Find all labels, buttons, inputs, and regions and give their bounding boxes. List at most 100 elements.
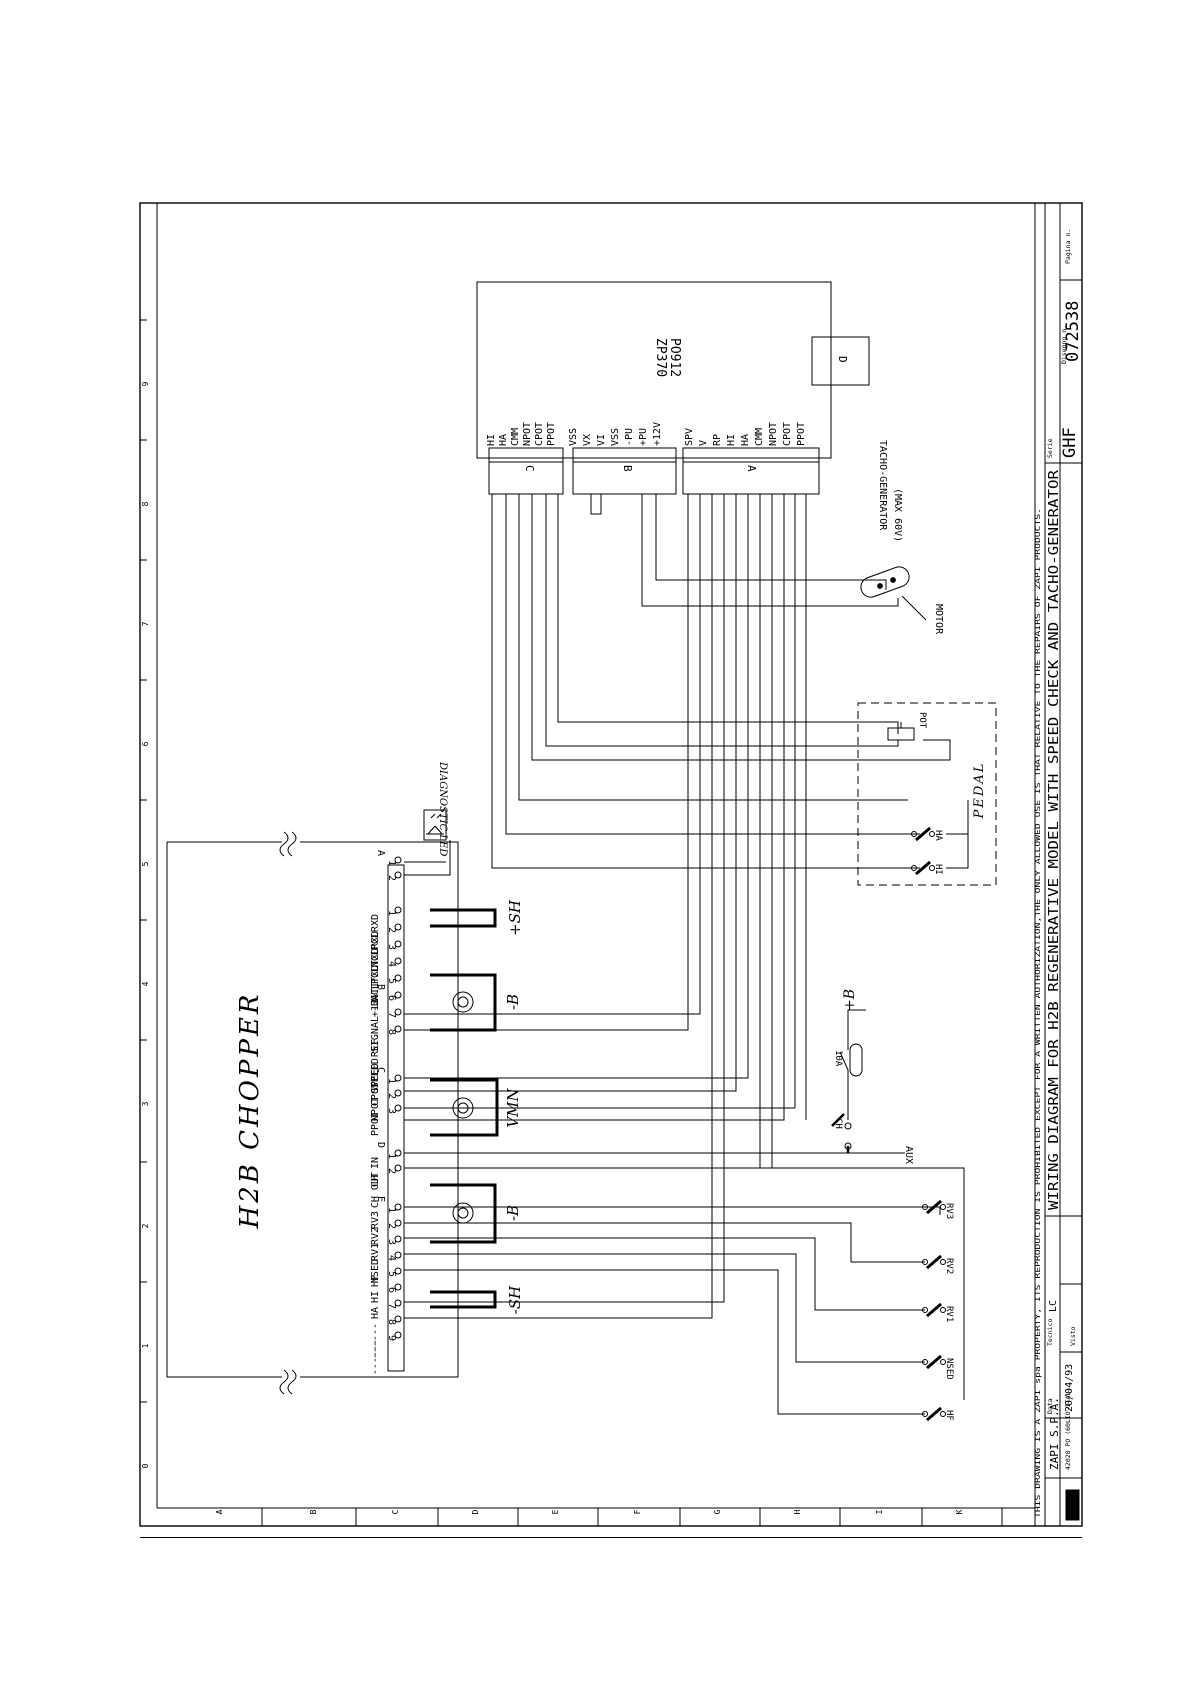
pin-number: 1 [386, 910, 397, 916]
pin-label: SPEED REF. [370, 1033, 381, 1093]
grid-row-label: C [391, 1509, 400, 1514]
switch-hf [922, 1406, 946, 1422]
label-plus-b: +B [842, 989, 858, 1011]
connector-a-label: A [745, 465, 758, 472]
pin-number: 2 [386, 1223, 397, 1229]
controller-pin-label: HI [726, 434, 737, 446]
controller-pin-label: PPOT [796, 422, 807, 446]
grid-col-label: 8 [141, 501, 150, 506]
grid-row-label: F [633, 1509, 642, 1514]
conn-e-pin: 7HA [370, 1299, 402, 1319]
pedal-switch-hi [911, 860, 935, 876]
pin-number: 1 [386, 860, 397, 866]
label-tacho: TACHO-GENERATOR [877, 440, 888, 531]
terminal-plus-sh [430, 908, 497, 928]
controller-pin-label: NPOT [768, 422, 779, 446]
zp370-controller [476, 281, 870, 515]
pedal-switch-hi-label: HI [933, 864, 943, 875]
label-pedal: PEDAL [972, 762, 987, 820]
switch-rv2-label: RV2 [944, 1258, 954, 1274]
pin-number: 6 [386, 995, 397, 1001]
chopper-title: H2B CHOPPER [235, 991, 265, 1229]
pin-number: 5 [386, 1271, 397, 1277]
grid-row-label: B [309, 1509, 318, 1514]
label-minus-b: -B [504, 994, 522, 1010]
pedal-switch-ha [911, 826, 935, 842]
terminal-minus-b-2 [430, 1183, 497, 1244]
grid-row-label: A [215, 1509, 224, 1514]
controller-pin-label: -PU [624, 428, 635, 446]
pin-label: CH OUT [370, 1172, 381, 1208]
label-minus-b-2: -B [504, 1205, 522, 1221]
switch-nsed-label: NSED [944, 1358, 954, 1380]
pin-label: PCLRXD [370, 914, 381, 950]
conn-d-pin: 2CH OUT [370, 1164, 402, 1208]
pin-number: 8 [386, 1319, 397, 1325]
conn-e-pin: 9------ [370, 1331, 402, 1375]
drawing-title: WIRING DIAGRAM FOR H2B REGENERATIVE MODE… [1047, 470, 1062, 1210]
pin-label: NPOT [370, 1097, 381, 1121]
controller-pin-label: +12V [652, 422, 663, 446]
pin-number: 3 [386, 1108, 397, 1114]
grid-row-label: E [551, 1509, 560, 1514]
pin-label: RV1 [370, 1243, 381, 1261]
pin-number: 2 [386, 875, 397, 881]
pin-label: HA [370, 1307, 381, 1319]
grid-col-label: 5 [141, 861, 150, 866]
grid-col-label: 7 [141, 621, 150, 626]
label-plus-sh: +SH [506, 899, 524, 936]
pin-number: 1 [386, 1153, 397, 1159]
serie-value: GHF [1060, 427, 1080, 458]
pin-label: CH IN [370, 1157, 381, 1187]
pin-number: 2 [386, 1093, 397, 1099]
pin-number: 4 [386, 961, 397, 967]
grid-row-label: I [875, 1509, 884, 1514]
switch-hf-label: HF [944, 1410, 954, 1421]
connector-d-label: D [836, 356, 849, 363]
conn-b-pin: 5-BATT [370, 974, 402, 1012]
connector-label: C [375, 1067, 386, 1073]
pin-label: PCLTXD [370, 948, 381, 984]
drawing-no-label: Disegno n. [1060, 325, 1068, 364]
controller-pin-label: VSS [568, 428, 579, 446]
controller-pin-label: VX [582, 434, 593, 446]
label-pot: POT [917, 712, 927, 729]
company-address: 42028 PO (60LIO-ITAL) [1064, 1388, 1072, 1470]
page-bottom-rule [140, 1537, 1082, 1538]
grid-col-label: 6 [141, 741, 150, 746]
pin-label: HF [370, 1275, 381, 1287]
connector-b-label: B [621, 465, 634, 472]
controller-pin-label: HA [498, 434, 509, 446]
pin-number: 9 [386, 1335, 397, 1341]
grid-row-label: H [793, 1509, 802, 1514]
grid-col-label: 2 [141, 1223, 150, 1228]
controller-pin-label: HA [740, 434, 751, 446]
date-label: Data [1046, 1398, 1054, 1414]
controller-pin-label: +PU [638, 428, 649, 446]
label-motor: MOTOR [933, 604, 944, 635]
switch-rv3 [922, 1199, 946, 1215]
label-fuse: 10A [833, 1050, 843, 1067]
controller-pin-label: CPOT [782, 422, 793, 446]
controller-pin-label: SPV [684, 428, 695, 446]
pin-number: 3 [386, 1239, 397, 1245]
grid-col-label: 9 [141, 381, 150, 386]
label-tacho-max: (MAX 60V) [892, 488, 903, 542]
pin-label: CPOT [370, 1082, 381, 1106]
controller-name: ZP370 [653, 338, 668, 377]
designer-value: LC [1048, 1300, 1059, 1312]
